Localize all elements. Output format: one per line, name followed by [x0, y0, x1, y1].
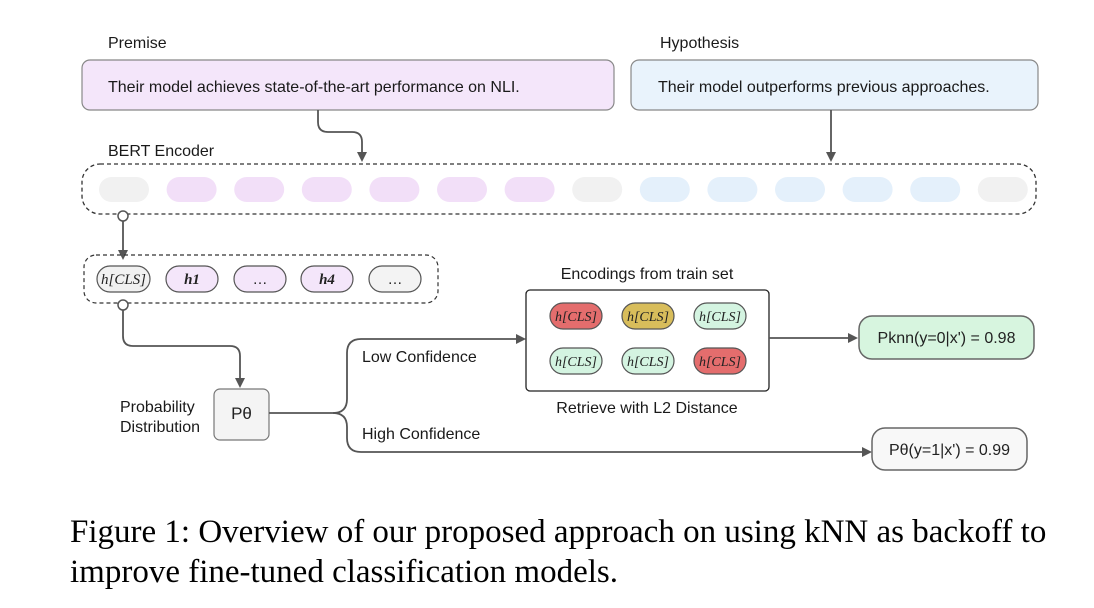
hidden-state-ellipsis-2: …: [368, 265, 422, 293]
low-confidence-arrow: [269, 334, 526, 414]
hypothesis-label: Hypothesis: [660, 35, 739, 52]
encoder-token: [842, 177, 893, 202]
premise-text: Their model achieves state-of-the-art pe…: [108, 79, 520, 96]
train-set-title: Encodings from train set: [561, 266, 734, 283]
train-encodings-grid: h[CLS] h[CLS] h[CLS] h[CLS] h[CLS] h[CLS]: [549, 302, 747, 375]
train-encoding-label: h[CLS]: [627, 355, 669, 370]
encoder-token: [639, 177, 690, 202]
encoder-token: [572, 177, 623, 202]
encoder-token: [234, 177, 285, 202]
encoder-token: [504, 177, 555, 202]
encoder-token: [99, 177, 149, 202]
train-encoding-label: h[CLS]: [555, 355, 597, 370]
knn-output-box: [858, 315, 1035, 360]
svg-text:h[CLS]: h[CLS]: [101, 272, 146, 288]
train-encoding: h[CLS]: [621, 302, 675, 330]
probability-label-line1: Probability: [120, 399, 195, 416]
svg-text:h1: h1: [184, 272, 200, 288]
premise-box: [81, 59, 615, 111]
train-encoding-label: h[CLS]: [627, 310, 669, 325]
hypothesis-box: [630, 59, 1039, 111]
figure-caption-label: Figure 1:: [70, 514, 191, 550]
hidden-state-h1: h1: [165, 265, 219, 293]
encoder-token: [369, 177, 420, 202]
encoder-token: [775, 177, 825, 202]
hidden-state-h4: h4: [300, 265, 354, 293]
train-encoding: h[CLS]: [693, 347, 747, 375]
model-output-box: [871, 427, 1028, 471]
hidden-state-ellipsis-1: …: [233, 265, 287, 293]
knn-output-text: Pknn(y=0|x') = 0.98: [878, 330, 1016, 347]
hidden-states-box: [83, 254, 439, 304]
premise-label: Premise: [108, 35, 167, 52]
train-encoding: h[CLS]: [693, 302, 747, 330]
train-encoding-label: h[CLS]: [699, 355, 741, 370]
premise-to-encoder-arrow: [317, 110, 367, 162]
hidden-state-cls: h[CLS]: [96, 265, 151, 293]
probability-box: [213, 388, 270, 441]
high-confidence-label: High Confidence: [362, 426, 480, 443]
hypothesis-text: Their model outperforms previous approac…: [658, 79, 990, 96]
high-confidence-arrow: [332, 412, 872, 457]
svg-text:…: …: [253, 271, 268, 288]
train-encoding-label: h[CLS]: [555, 310, 597, 325]
svg-text:…: …: [388, 271, 403, 288]
figure-caption: Figure 1: Overview of our proposed appro…: [70, 512, 1060, 592]
encoder-token: [166, 177, 217, 202]
hidden-to-probability-arrow: [122, 310, 245, 388]
low-confidence-label: Low Confidence: [362, 349, 477, 366]
train-encoding-label: h[CLS]: [699, 310, 741, 325]
encoder-token: [437, 177, 487, 202]
train-set-footer: Retrieve with L2 Distance: [556, 400, 738, 417]
model-output-text: Pθ(y=1|x') = 0.99: [889, 442, 1010, 459]
train-encoding: h[CLS]: [549, 347, 603, 375]
encoder-label: BERT Encoder: [108, 143, 215, 160]
encoder-token: [977, 177, 1028, 202]
encoder-token: [707, 177, 758, 202]
probability-label-line2: Distribution: [120, 419, 200, 436]
encoder-token: [910, 177, 961, 202]
hidden-output-port: [117, 299, 129, 311]
encoder-output-port: [117, 210, 129, 222]
train-encoding: h[CLS]: [549, 302, 603, 330]
probability-symbol: Pθ: [231, 404, 252, 423]
figure-caption-text: Overview of our proposed approach on usi…: [70, 514, 1047, 590]
train-encoding: h[CLS]: [621, 347, 675, 375]
encoder-token: [301, 177, 352, 202]
svg-text:h4: h4: [319, 272, 335, 288]
encoder-box: [81, 163, 1037, 215]
encoder-token-row: [99, 177, 1028, 202]
